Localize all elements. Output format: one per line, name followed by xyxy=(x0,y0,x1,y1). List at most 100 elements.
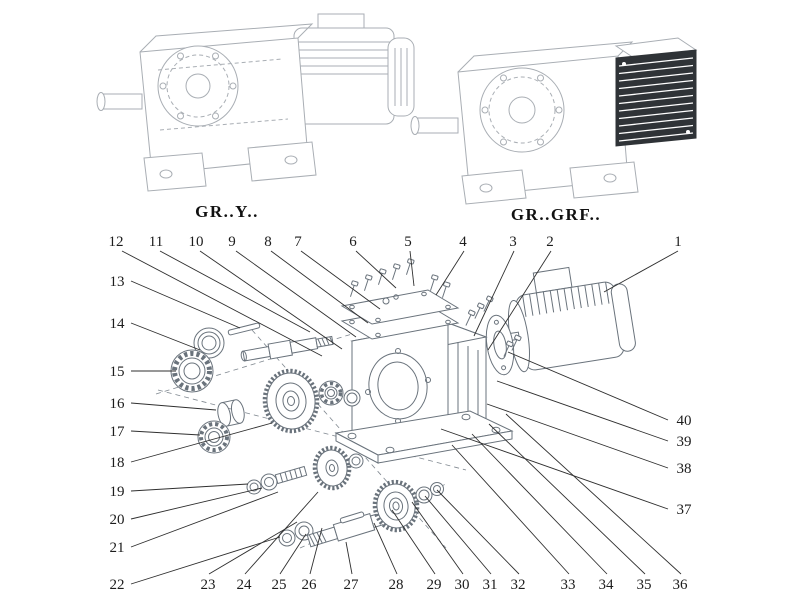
leader-32 xyxy=(436,489,520,575)
retaining-ring xyxy=(430,482,444,496)
leader-14 xyxy=(130,322,201,351)
leader-39 xyxy=(496,380,669,442)
mounting-foot xyxy=(461,169,527,205)
output-gear xyxy=(372,479,420,533)
leader-1 xyxy=(603,250,679,293)
input-bearing xyxy=(170,349,214,393)
grf-finned-cover xyxy=(614,37,698,147)
callout-10: 10 xyxy=(189,234,204,250)
leader-37 xyxy=(440,428,669,510)
exploded-view xyxy=(155,258,636,549)
bolt-icon xyxy=(361,274,373,293)
callout-17: 17 xyxy=(110,424,126,440)
motor-body xyxy=(515,281,625,371)
callout-2: 2 xyxy=(546,234,554,250)
leader-8 xyxy=(270,250,369,324)
washer xyxy=(246,479,262,495)
leader-3 xyxy=(473,250,515,337)
washer xyxy=(260,473,278,491)
callout-6: 6 xyxy=(349,234,357,250)
washer xyxy=(278,529,296,547)
callout-34: 34 xyxy=(599,577,615,593)
mounting-foot xyxy=(247,141,317,182)
leader-25 xyxy=(279,533,307,575)
callout-15: 15 xyxy=(110,364,125,380)
callout-25: 25 xyxy=(272,577,287,593)
shaft-key xyxy=(339,511,365,524)
callout-40: 40 xyxy=(677,413,692,429)
callout-27: 27 xyxy=(344,577,360,593)
base-flange xyxy=(334,410,514,464)
callout-19: 19 xyxy=(110,484,125,500)
callout-24: 24 xyxy=(237,577,253,593)
leader-23 xyxy=(208,521,298,575)
callout-36: 36 xyxy=(673,577,689,593)
callout-16: 16 xyxy=(110,396,126,412)
retaining-ring xyxy=(348,453,364,469)
leader-22 xyxy=(130,536,281,585)
callout-22: 22 xyxy=(110,577,125,593)
callout-37: 37 xyxy=(677,502,693,518)
callout-9: 9 xyxy=(228,234,236,250)
leader-34 xyxy=(471,433,608,575)
callout-29: 29 xyxy=(427,577,442,593)
output-shaft xyxy=(306,509,395,548)
input-shaft xyxy=(99,93,143,110)
leader-24 xyxy=(244,491,319,575)
bearing-mid xyxy=(197,420,231,454)
callout-numbers: 12 11 10 9 8 7 6 5 4 3 2 1 13 14 15 16 1… xyxy=(109,234,693,593)
callout-38: 38 xyxy=(677,461,692,477)
leader-4 xyxy=(435,250,465,296)
oil-seal xyxy=(193,327,225,359)
gear-bearing-small xyxy=(318,380,344,406)
gear-housing xyxy=(350,322,488,447)
input-pinion-shaft xyxy=(240,335,334,362)
leader-35 xyxy=(488,423,646,575)
second-stage-gear xyxy=(312,445,352,491)
leader-21 xyxy=(130,491,279,548)
spacer-bushing xyxy=(217,399,245,427)
mounting-foot xyxy=(569,161,639,199)
shaft-key xyxy=(227,322,261,336)
callout-30: 30 xyxy=(455,577,470,593)
variant-title-right: GR..GRF.. xyxy=(511,205,601,224)
bolt-icon xyxy=(427,274,439,293)
callout-32: 32 xyxy=(511,577,526,593)
leader-5 xyxy=(409,250,415,287)
leader-10 xyxy=(199,250,343,350)
bolt-icon xyxy=(389,263,401,282)
callout-12: 12 xyxy=(109,234,124,250)
callout-39: 39 xyxy=(677,434,692,450)
leader-2 xyxy=(487,250,552,351)
callout-1: 1 xyxy=(674,234,682,250)
leader-19 xyxy=(130,483,249,492)
leader-6 xyxy=(355,250,397,289)
callout-7: 7 xyxy=(294,234,302,250)
leader-30 xyxy=(411,501,464,575)
adapter-flange xyxy=(485,314,515,376)
input-shaft xyxy=(413,117,459,134)
leader-20 xyxy=(130,487,263,520)
callout-8: 8 xyxy=(264,234,272,250)
retaining-ring xyxy=(415,486,433,504)
mounting-foot xyxy=(143,152,207,192)
leader-12 xyxy=(121,250,323,357)
callout-5: 5 xyxy=(404,234,412,250)
leader-31 xyxy=(424,495,492,575)
callout-18: 18 xyxy=(110,455,125,471)
variant-title-left: GR..Y.. xyxy=(195,202,259,221)
retaining-ring xyxy=(343,389,361,407)
leader-26 xyxy=(309,527,323,575)
leader-28 xyxy=(373,522,398,575)
callout-35: 35 xyxy=(637,577,652,593)
callout-14: 14 xyxy=(110,316,126,332)
callout-13: 13 xyxy=(110,274,125,290)
leader-36 xyxy=(505,413,682,575)
callout-4: 4 xyxy=(459,234,467,250)
leader-38 xyxy=(486,403,669,469)
leader-40 xyxy=(507,351,669,421)
leader-13 xyxy=(130,280,241,329)
callout-11: 11 xyxy=(149,234,163,250)
